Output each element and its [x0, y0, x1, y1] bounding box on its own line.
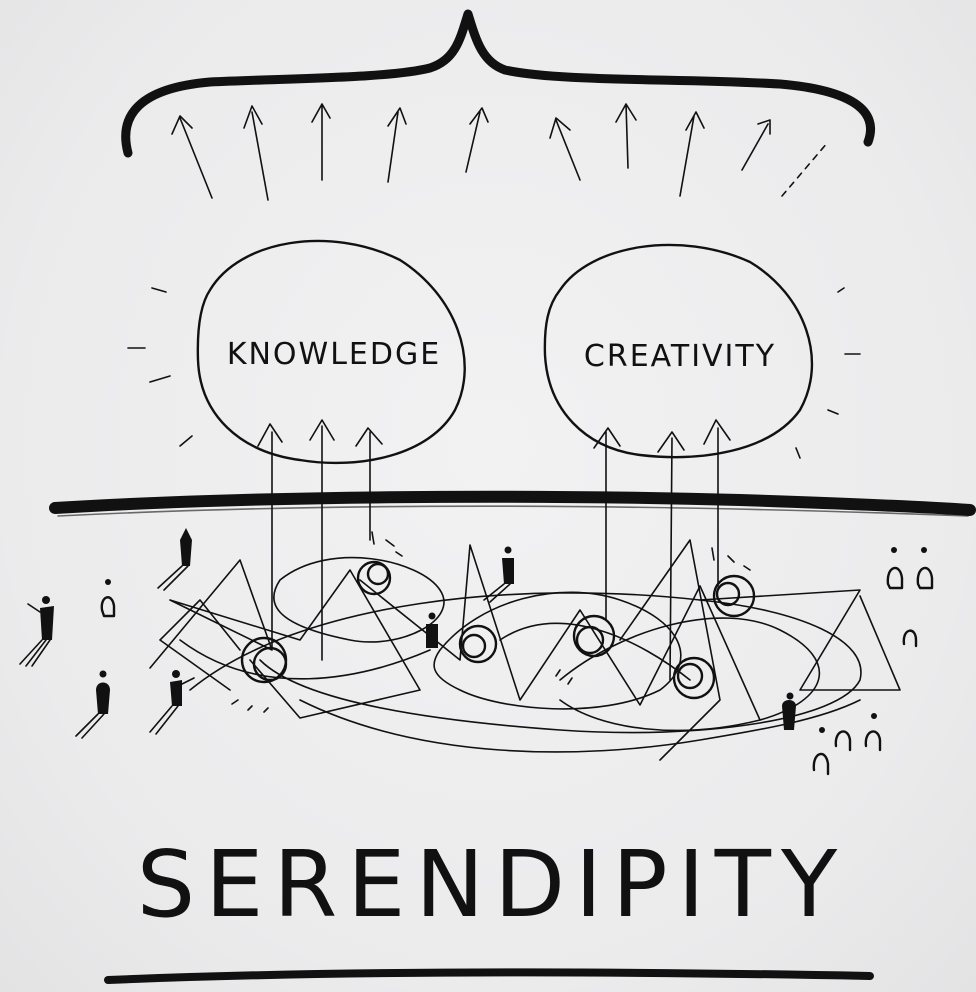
upward-arrows — [172, 104, 828, 200]
divider-bar — [55, 497, 970, 510]
top-brace — [126, 14, 871, 153]
title-underline — [108, 973, 870, 980]
person-figure — [20, 596, 54, 666]
rising-arrows — [258, 420, 730, 680]
creativity-label: CREATIVITY — [584, 339, 776, 374]
diagram-title: SERENDIPITY — [137, 831, 847, 938]
spark-marks — [232, 532, 750, 712]
person-figure — [76, 671, 110, 739]
creativity-bubble: CREATIVITY — [545, 245, 812, 457]
person-figure — [158, 528, 192, 590]
person-figure — [888, 547, 932, 646]
knowledge-label: KNOWLEDGE — [227, 337, 441, 372]
person-figure — [150, 670, 194, 734]
person-figure — [426, 613, 438, 649]
knowledge-bubble: KNOWLEDGE — [198, 241, 465, 463]
person-figure — [102, 579, 114, 616]
person-figure — [484, 547, 514, 603]
